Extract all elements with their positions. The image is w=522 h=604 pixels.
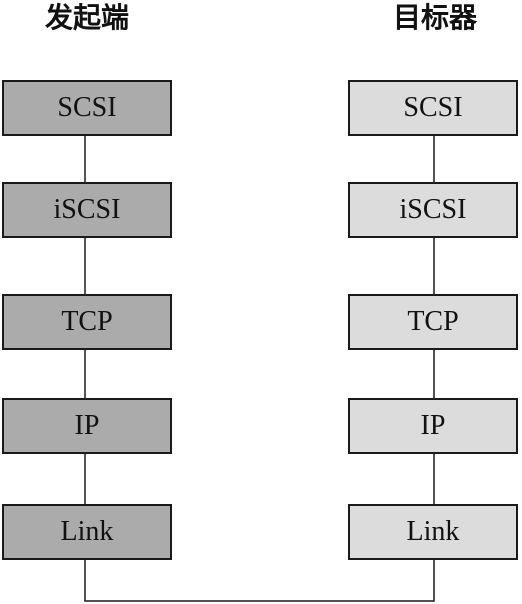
target-layer-link: Link	[348, 504, 518, 560]
target-layer-tcp: TCP	[348, 294, 518, 350]
initiator-layer-ip: IP	[2, 398, 172, 454]
initiator-layer-tcp: TCP	[2, 294, 172, 350]
link-path	[84, 560, 435, 602]
target-title: 目标器	[392, 1, 477, 34]
target-layer-scsi: SCSI	[348, 80, 518, 136]
target-layer-ip: IP	[348, 398, 518, 454]
initiator-layer-link: Link	[2, 504, 172, 560]
target-layer-iscsi: iSCSI	[348, 182, 518, 238]
initiator-title: 发起端	[44, 1, 129, 34]
initiator-layer-iscsi: iSCSI	[2, 182, 172, 238]
initiator-layer-scsi: SCSI	[2, 80, 172, 136]
